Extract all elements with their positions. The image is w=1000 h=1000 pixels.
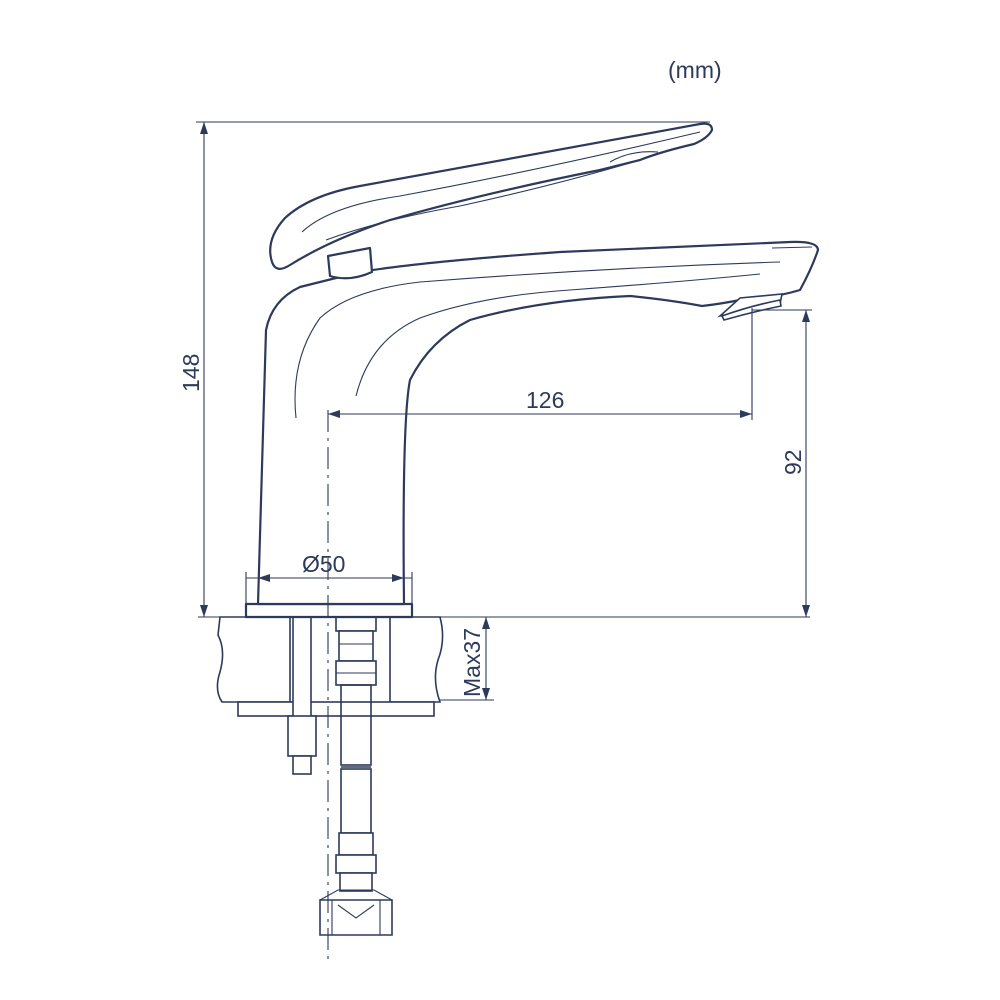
base-diameter-label: Ø50 — [302, 551, 345, 577]
dimension-max-counter-thickness — [440, 617, 494, 701]
countertop — [216, 616, 444, 717]
spout-reach-label: 126 — [526, 387, 564, 413]
dimension-base-diameter — [245, 572, 413, 604]
mounting-stud — [287, 616, 317, 775]
dimension-spout-reach — [328, 308, 753, 420]
max-counter-thickness-label: Max37 — [459, 628, 485, 697]
dimension-total-height — [196, 121, 710, 617]
flexible-hose — [319, 616, 393, 936]
faucet-body — [256, 240, 820, 606]
faucet-handle — [269, 122, 714, 280]
total-height-label: 148 — [178, 354, 204, 392]
units-label: (mm) — [668, 57, 722, 83]
dimension-spout-height — [752, 309, 812, 617]
spout-height-label: 92 — [780, 449, 806, 475]
base-plate — [244, 602, 414, 619]
